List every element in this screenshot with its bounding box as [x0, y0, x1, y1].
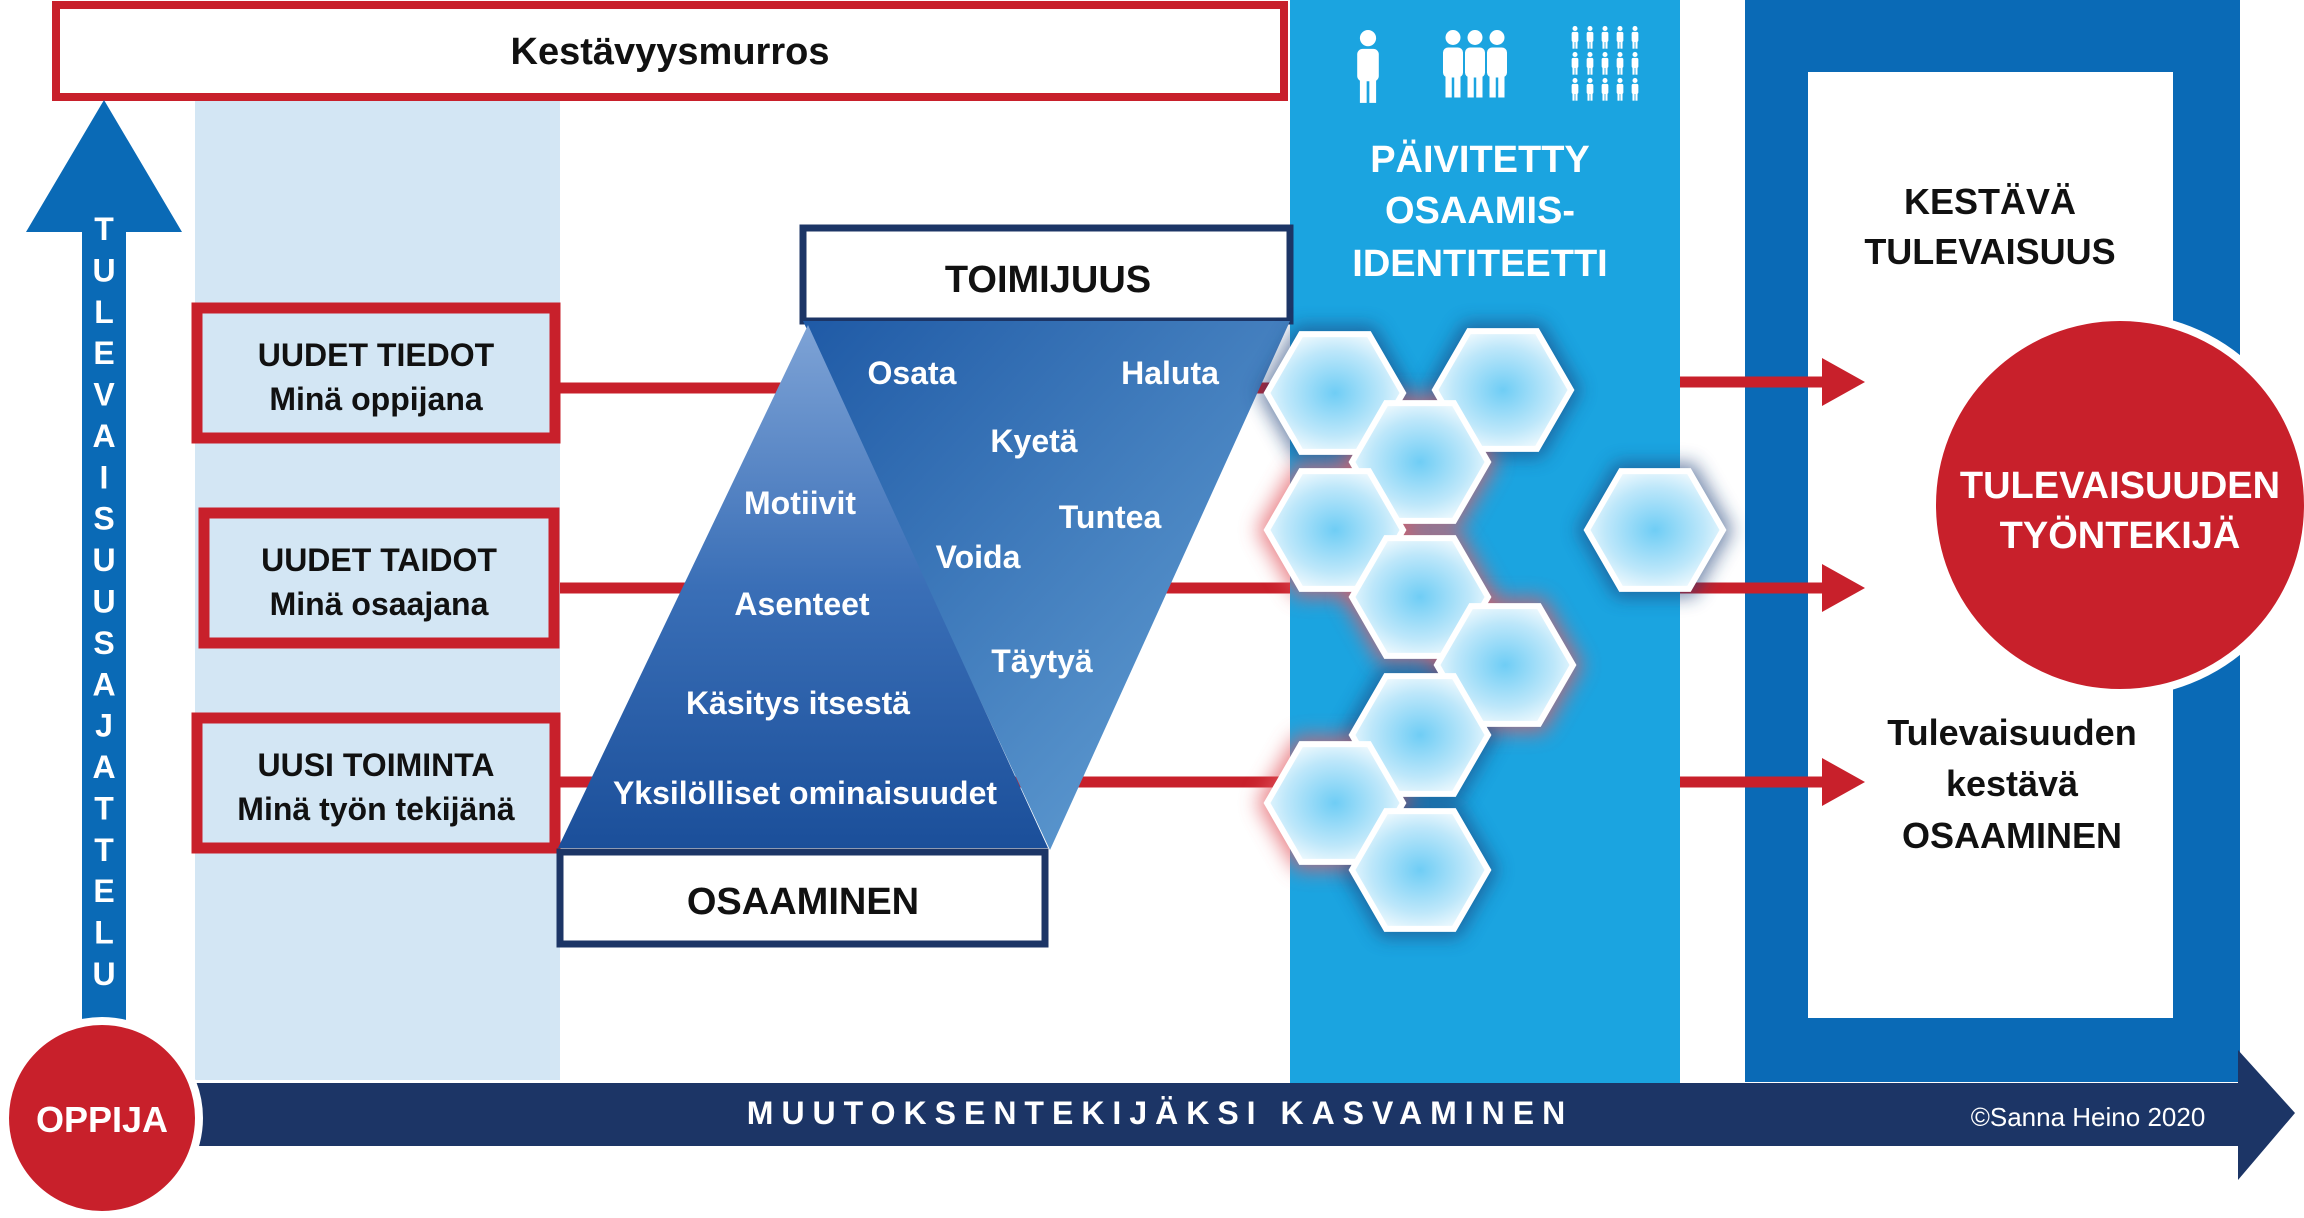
word-yksilolliset-ominaisuudet: Yksilölliset ominaisuudet — [613, 775, 997, 811]
left-box-1-line2: Minä oppijana — [269, 381, 483, 417]
toimijuus-triangle — [803, 321, 1290, 850]
future-circle-line1: TULEVAISUUDEN — [1960, 465, 2280, 507]
identity-line3: IDENTITEETTI — [1352, 243, 1607, 285]
left-box-1: UUDET TIEDOT Minä oppijana — [191, 302, 561, 444]
future-sub-line2: kestävä — [1946, 763, 2079, 804]
future-title-line2: TULEVAISUUS — [1864, 231, 2115, 272]
future-circle-line2: TYÖNTEKIJÄ — [2000, 514, 2241, 557]
osaaminen-title: OSAAMINEN — [687, 881, 919, 923]
left-box-2-line1: UUDET TAIDOT — [261, 542, 497, 578]
identity-line1: PÄIVITETTY — [1370, 138, 1590, 181]
crowd-icon — [1571, 26, 1639, 101]
vertical-arrow — [26, 100, 182, 1020]
hexagon-4 — [1583, 468, 1727, 592]
future-worker-circle — [1928, 313, 2304, 697]
title-box — [52, 1, 1288, 101]
left-box-3-line2: Minä työn tekijänä — [237, 791, 515, 827]
hexagon-8 — [1348, 673, 1492, 797]
future-sub-line3: OSAAMINEN — [1902, 815, 2122, 856]
future-title-line1: KESTÄVÄ — [1904, 181, 2076, 222]
people-icons — [1357, 26, 1639, 103]
toimijuus-title: TOIMIJUUS — [945, 259, 1151, 301]
hexagon-10 — [1348, 808, 1492, 932]
horizontal-arrow — [195, 1050, 2295, 1180]
group-icon — [1443, 30, 1507, 98]
left-box-3: UUSI TOIMINTA Minä työn tekijänä — [191, 712, 561, 854]
toimijuus-words: Osata Haluta Kyetä Tuntea Voida Täytyä — [868, 355, 1220, 679]
hexagon-cluster — [1257, 322, 1733, 938]
horizontal-axis-label: MUUTOKSENTEKIJÄKSI KASVAMINEN — [747, 1095, 1573, 1131]
word-motiivit: Motiivit — [744, 485, 856, 521]
arrowhead-2 — [1822, 564, 1865, 612]
left-box-3-line1: UUSI TOIMINTA — [257, 747, 494, 783]
word-kyeta: Kyetä — [990, 423, 1077, 459]
identity-line2: OSAAMIS- — [1385, 190, 1575, 232]
person-icon — [1357, 29, 1379, 103]
title-text: Kestävyysmurros — [511, 31, 830, 73]
osaaminen-words: Motiivit Asenteet Käsitys itsestä Yksilö… — [613, 485, 997, 811]
osaaminen-triangle — [558, 325, 1048, 848]
hexagon-7 — [1433, 603, 1577, 727]
word-osata: Osata — [868, 355, 957, 391]
copyright-text: ©Sanna Heino 2020 — [1971, 1102, 2206, 1132]
left-box-1-line1: UUDET TIEDOT — [258, 337, 495, 373]
arrowhead-1 — [1822, 358, 1865, 406]
word-haluta: Haluta — [1121, 355, 1219, 391]
hexagon-2 — [1431, 328, 1575, 452]
left-box-2: UUDET TAIDOT Minä osaajana — [198, 507, 560, 649]
future-sub-line1: Tulevaisuuden — [1887, 712, 2136, 753]
oppija-circle — [1, 1017, 203, 1218]
osaaminen-frame — [556, 848, 1049, 948]
word-kasitys-itsesta: Käsitys itsestä — [686, 685, 910, 721]
word-voida: Voida — [936, 539, 1021, 575]
word-taytya: Täytyä — [991, 643, 1093, 679]
word-asenteet: Asenteet — [734, 586, 870, 622]
left-box-2-line2: Minä osaajana — [270, 586, 489, 622]
oppija-label: OPPIJA — [36, 1099, 168, 1140]
word-tuntea: Tuntea — [1059, 499, 1162, 535]
toimijuus-frame — [799, 224, 1294, 325]
arrowhead-3 — [1822, 758, 1865, 806]
red-arrowheads — [1822, 358, 1865, 806]
hexagon-3 — [1348, 400, 1492, 524]
